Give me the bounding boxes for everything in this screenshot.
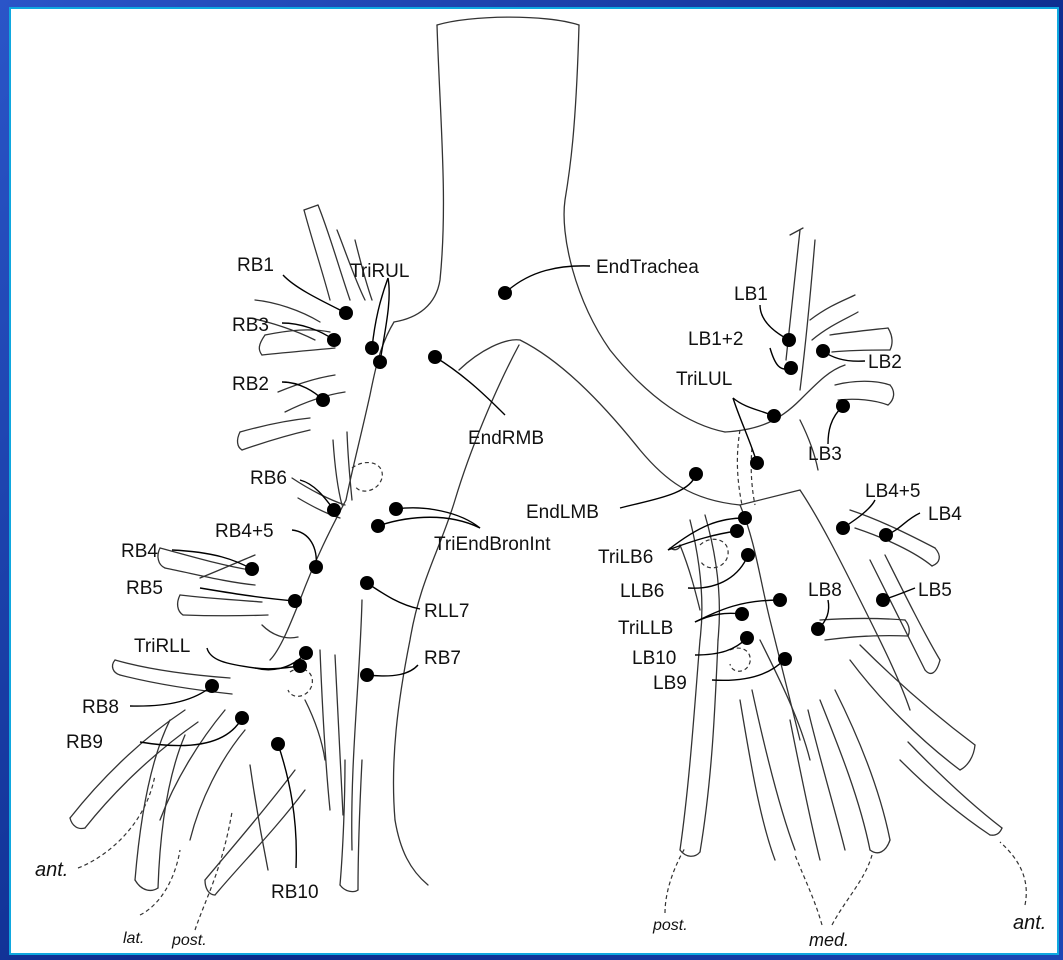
dot-trirul-a (365, 341, 379, 355)
label-rb8: RB8 (82, 697, 119, 718)
label-med: med. (809, 930, 849, 950)
dot-rb3 (327, 333, 341, 347)
dot-llb6 (741, 548, 755, 562)
dot-rb8 (205, 679, 219, 693)
dot-endtrachea (498, 286, 512, 300)
label-endlmb: EndLMB (526, 502, 599, 523)
dot-lb1 (782, 333, 796, 347)
dot-trilb6-a (738, 511, 752, 525)
direction-labels: ant. lat. post. post. med. ant. (35, 859, 1046, 950)
dot-rb6 (327, 503, 341, 517)
dot-triendbronint-b (371, 519, 385, 533)
label-lb2: LB2 (868, 352, 902, 373)
dot-triendbronint-a (389, 502, 403, 516)
label-lb1: LB1 (734, 284, 768, 305)
label-ant-left: ant. (35, 859, 68, 881)
label-ant-right: ant. (1013, 912, 1046, 934)
dot-trilb6-b (730, 524, 744, 538)
label-post-right: post. (652, 917, 688, 934)
dot-trirul-b (373, 355, 387, 369)
label-trirul: TriRUL (350, 261, 409, 282)
dot-rll7 (360, 576, 374, 590)
dot-endrmb (428, 350, 442, 364)
dot-lb12 (784, 361, 798, 375)
label-trilb6: TriLB6 (598, 547, 653, 568)
label-trilul: TriLUL (676, 369, 732, 390)
dot-trirll-a (299, 646, 313, 660)
label-rb5: RB5 (126, 578, 163, 599)
dot-lb5 (876, 593, 890, 607)
dot-rb5 (288, 594, 302, 608)
label-lb9: LB9 (653, 673, 687, 694)
dot-trillb-b (735, 607, 749, 621)
label-post-left: post. (171, 932, 207, 949)
label-lb8: LB8 (808, 580, 842, 601)
dot-trirll-b (293, 659, 307, 673)
label-lat: lat. (123, 930, 144, 947)
dot-rb4 (245, 562, 259, 576)
label-rb7: RB7 (424, 648, 461, 669)
label-rb6: RB6 (250, 468, 287, 489)
label-rb2: RB2 (232, 374, 269, 395)
dot-lb4 (879, 528, 893, 542)
dot-trilul (767, 409, 781, 423)
label-llb6: LLB6 (620, 581, 664, 602)
label-lb4: LB4 (928, 504, 962, 525)
label-rb10: RB10 (271, 882, 319, 903)
dot-lb45 (836, 521, 850, 535)
airway-outlines (70, 17, 1002, 895)
dot-rb1 (339, 306, 353, 320)
dot-rb2 (316, 393, 330, 407)
label-lb10: LB10 (632, 648, 676, 669)
label-rb1: RB1 (237, 255, 274, 276)
dot-trillb-a (773, 593, 787, 607)
label-lb12: LB1+2 (688, 329, 743, 350)
dot-lb2 (816, 344, 830, 358)
dot-lb10 (740, 631, 754, 645)
dot-rb10 (271, 737, 285, 751)
dot-rb9 (235, 711, 249, 725)
label-endrmb: EndRMB (468, 428, 544, 449)
dot-lb8 (811, 622, 825, 636)
label-lb3: LB3 (808, 444, 842, 465)
label-trillb: TriLLB (618, 618, 673, 639)
dot-trilul-b (750, 456, 764, 470)
label-rb3: RB3 (232, 315, 269, 336)
label-triendbronint: TriEndBronInt (434, 534, 551, 555)
label-trirll: TriRLL (134, 636, 190, 657)
label-rb45: RB4+5 (215, 521, 274, 542)
dot-endlmb (689, 467, 703, 481)
dot-lb9 (778, 652, 792, 666)
dot-lb3 (836, 399, 850, 413)
dot-rb7 (360, 668, 374, 682)
direction-curves (78, 775, 1026, 930)
label-rll7: RLL7 (424, 601, 469, 622)
label-lb45: LB4+5 (865, 481, 920, 502)
label-rb4: RB4 (121, 541, 158, 562)
label-endtrachea: EndTrachea (596, 257, 699, 278)
label-lb5: LB5 (918, 580, 952, 601)
label-rb9: RB9 (66, 732, 103, 753)
dot-rb45 (309, 560, 323, 574)
